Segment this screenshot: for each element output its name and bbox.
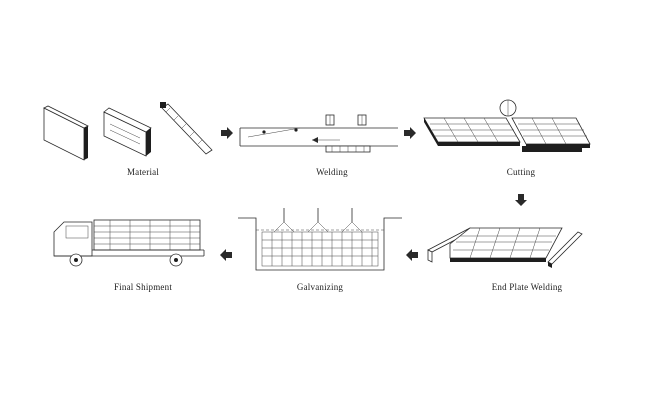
arrow-left-icon — [220, 249, 232, 261]
step-label-final-shipment: Final Shipment — [114, 282, 172, 292]
step-welding: Welding — [239, 114, 398, 177]
step-label-cutting: Cutting — [507, 167, 536, 177]
step-label-welding: Welding — [316, 167, 348, 177]
galvanizing-grating-mesh — [262, 232, 378, 266]
truck-icon — [53, 219, 205, 267]
hook-icon — [341, 208, 363, 233]
material-channel-illustration — [103, 107, 152, 157]
arrow-down-icon — [515, 194, 527, 206]
step-label-end-plate-welding: End Plate Welding — [492, 282, 563, 292]
cutting-grating-illustration — [423, 99, 591, 152]
welding-machine-illustration — [239, 114, 398, 153]
material-twisted-bar-illustration — [160, 102, 213, 155]
step-label-galvanizing: Galvanizing — [297, 282, 343, 292]
step-material: Material — [43, 102, 213, 177]
hook-icon — [273, 208, 295, 233]
arrow-right-icon — [404, 127, 416, 139]
step-final-shipment: Final Shipment — [53, 219, 205, 292]
galvanizing-tank-illustration — [238, 208, 402, 271]
arrow-left-icon — [406, 249, 418, 261]
step-cutting: Cutting — [423, 99, 591, 177]
material-flat-bar-illustration — [43, 105, 89, 161]
hook-icon — [307, 208, 329, 233]
end-plate-welding-illustration — [427, 227, 583, 268]
arrow-right-icon — [221, 127, 233, 139]
step-galvanizing: Galvanizing — [238, 208, 402, 292]
step-end-plate-welding: End Plate Welding — [427, 227, 583, 292]
step-label-material: Material — [127, 167, 159, 177]
